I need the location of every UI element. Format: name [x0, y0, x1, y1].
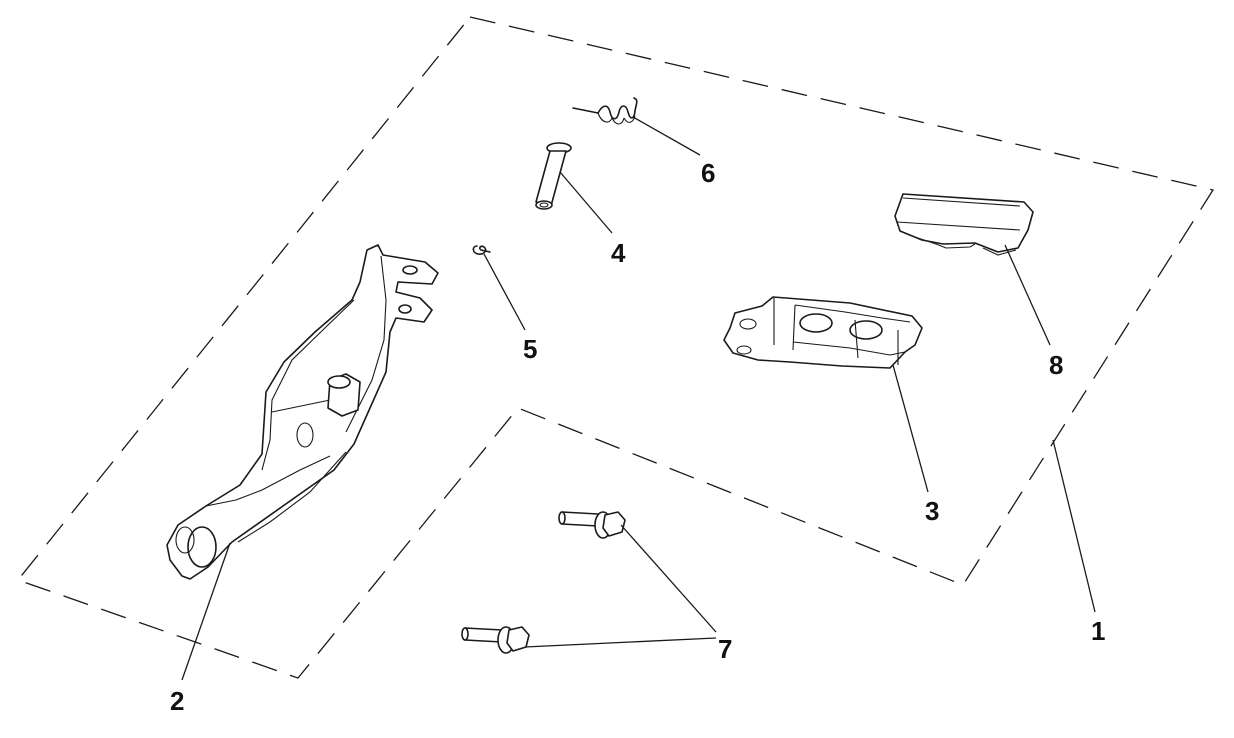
part-2-pedal-arm — [166, 244, 439, 580]
callout-3: 3 — [925, 496, 939, 526]
part-6-spring — [572, 97, 638, 125]
part-8-cover — [894, 193, 1034, 256]
callout-5: 5 — [523, 334, 537, 364]
part-7-bolts — [461, 511, 626, 654]
callout-1: 1 — [1091, 616, 1105, 646]
callout-labels: 6 4 5 8 3 1 7 2 — [170, 158, 1105, 716]
leader-lines — [181, 116, 1096, 681]
callout-8: 8 — [1049, 350, 1063, 380]
part-4-pin — [535, 142, 572, 210]
callout-7: 7 — [718, 634, 732, 664]
assembly-boundary — [16, 16, 1215, 679]
callout-6: 6 — [701, 158, 715, 188]
callout-4: 4 — [611, 238, 626, 268]
part-5-clip — [472, 245, 491, 255]
part-3-bracket — [723, 296, 923, 369]
callout-2: 2 — [170, 686, 184, 716]
